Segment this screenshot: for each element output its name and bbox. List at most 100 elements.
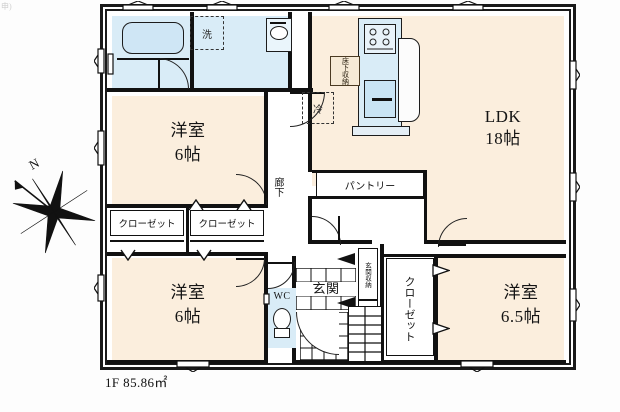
wall-h-bedroom-se-top (438, 254, 566, 258)
vanity-mirror-line (270, 22, 286, 24)
wall-h-ldk-bottom (424, 240, 566, 244)
bedroom-sw-name: 洋室 (170, 283, 206, 302)
kitchen-base-plinth (352, 126, 410, 136)
closet-nw-left-shelf (110, 240, 184, 242)
wall-v-washroom-right (288, 12, 292, 92)
window-right-ldk-lower (566, 172, 581, 202)
bedroom-sw-door-leaf (236, 258, 264, 260)
closet-se-arrow-1 (432, 264, 451, 282)
closet-se-arrow-2 (432, 322, 451, 340)
wall-h-closet-se-top (382, 254, 440, 257)
closet-se: クローゼット (386, 258, 434, 356)
bathtub-fixture (122, 22, 184, 54)
sliding-mark-nw-2 (236, 198, 252, 216)
bedroom-nw-name: 洋室 (170, 121, 206, 140)
ldk-label: LDK (448, 107, 558, 126)
wc-window-mark (262, 292, 272, 306)
closet-nw-left: クローゼット (110, 210, 184, 236)
window-bottom-bedroom-sw (176, 358, 210, 373)
window-right-ldk-upper (566, 60, 581, 90)
wall-v-closet-divider (186, 208, 189, 254)
window-top-bath (122, 0, 154, 12)
window-top-ldk (452, 0, 484, 12)
hallway-label: 廊下 (272, 177, 283, 197)
fridge-label: 冷 (313, 104, 323, 116)
sliding-mark-closet-1 (120, 248, 136, 266)
wc-door-leaf (268, 262, 294, 264)
wall-v-bedroom-sw-right (264, 252, 268, 364)
genkan-storage-box-1: 玄関収納 (358, 248, 378, 300)
bedroom-se-label: 洋室 (466, 283, 576, 302)
bath-entry-mark (106, 52, 116, 76)
wall-v-genkan-right (380, 244, 384, 364)
toilet-bowl (273, 308, 291, 330)
bedroom-se-door-leaf (438, 244, 466, 246)
room-fill-hallway (264, 96, 312, 266)
room-fill-hall-top (290, 16, 312, 88)
window-left-bath (93, 48, 108, 74)
kitchen-storage-label: 床下収納 (341, 57, 350, 85)
kitchen-side-counter (398, 38, 420, 122)
ldk-name: LDK (484, 107, 522, 126)
closet-nw-right: クローゼット (190, 210, 264, 236)
bedroom-se-size-label: 6.5帖 (466, 307, 576, 326)
ldk-size-label: 18帖 (448, 129, 558, 148)
compass-rose: N (10, 150, 98, 260)
bedroom-sw-size: 6帖 (174, 307, 202, 326)
window-top-washroom (206, 0, 238, 12)
washroom-door-leaf (290, 92, 324, 94)
kitchen-faucet (372, 98, 392, 101)
compass-north-letter: N (26, 155, 42, 173)
bedroom-se-name: 洋室 (503, 283, 539, 302)
wall-v-bedroom-se-left (434, 254, 438, 364)
bedroom-nw-size-label: 6帖 (138, 145, 238, 164)
toilet-tank (274, 328, 290, 338)
wall-h-bedroom-nw-bottom (107, 204, 267, 208)
bedroom-se-size: 6.5帖 (500, 307, 542, 326)
fridge-slot: 冷 (302, 92, 334, 124)
wall-h-ldk-bottom-left (312, 240, 372, 244)
ldk-size: 18帖 (485, 129, 521, 148)
bath-partition-line (117, 58, 189, 60)
closet-se-label: クローゼット (403, 276, 415, 342)
window-top-kitchen (328, 0, 360, 12)
kitchen-stove (364, 24, 396, 54)
bedroom-sw-size-label: 6帖 (138, 307, 238, 326)
kitchen-storage-box: 床下収納 (330, 56, 360, 86)
bedroom-nw-size: 6帖 (174, 145, 202, 164)
window-left-bedroom-sw (93, 274, 108, 302)
pantry-box: パントリー (316, 172, 424, 197)
corner-watermark: 申) (1, 2, 12, 11)
wall-h-bath-bottom (107, 88, 313, 92)
wall-v-hall-right (308, 196, 312, 244)
bedroom-sw-label: 洋室 (138, 283, 238, 302)
wall-h-pantry-top (312, 170, 426, 173)
wall-v-pantry-right (424, 170, 427, 244)
sliding-mark-nw-1 (188, 198, 204, 216)
closet-nw-left-label: クローゼット (118, 220, 176, 230)
bedroom-nw-label: 洋室 (138, 121, 238, 140)
genkan-storage-label-1: 玄関収納 (363, 262, 371, 288)
staircase (348, 306, 382, 362)
ldk-hall-door-leaf (338, 216, 340, 244)
window-left-bedroom-nw (93, 130, 108, 166)
wc-label: WC (273, 291, 291, 302)
wall-v-bedroom-nw-right (264, 92, 268, 208)
genkan-label: 玄関 (296, 281, 356, 297)
floor-area-label: 1F 85.86㎡ (105, 375, 168, 390)
bath-door-leaf (158, 58, 160, 88)
washer-label: 洗 (202, 29, 212, 41)
closet-nw-right-label: クローゼット (198, 220, 256, 230)
wall-h-genkan-bottom (296, 360, 386, 364)
wall-h-closets-bottom (107, 252, 267, 256)
pantry-label: パントリー (344, 181, 396, 192)
room-fill-ldk (312, 16, 564, 186)
vanity-basin (270, 26, 288, 40)
storage-arrow-1 (336, 252, 356, 271)
room-fill-bedroom-se (438, 258, 564, 362)
closet-nw-right-shelf (190, 240, 264, 242)
wall-h-pantry-bottom (312, 196, 426, 199)
wall-v-bath-right (190, 12, 194, 90)
washer-slot: 洗 (190, 16, 224, 50)
